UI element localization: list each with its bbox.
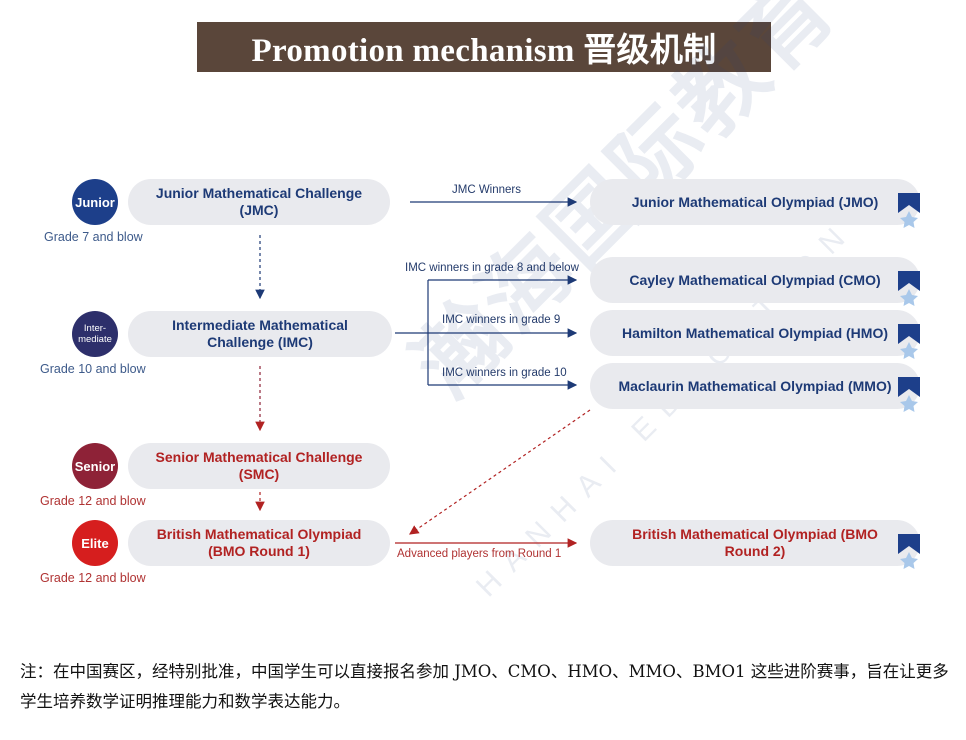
ribbon-icon-hmo [898,324,920,359]
pill-smc: Senior Mathematical Challenge (SMC) [128,443,390,489]
ribbon-icon-jmo [898,193,920,228]
badge-junior: Junior [72,179,118,225]
ribbon-icon-bmo2 [898,534,920,569]
grade-junior: Grade 7 and blow [44,230,143,244]
pill-jmo: Junior Mathematical Olympiad (JMO) [590,179,920,225]
pill-mmo: Maclaurin Mathematical Olympiad (MMO) [590,363,920,409]
ribbon-icon-mmo [898,377,920,412]
pill-jmc: Junior Mathematical Challenge (JMC) [128,179,390,225]
edge-label-imc-grade9: IMC winners in grade 9 [442,314,561,326]
pill-cmo: Cayley Mathematical Olympiad (CMO) [590,257,920,303]
pill-hmo: Hamilton Mathematical Olympiad (HMO) [590,310,920,356]
edge-label-jmc-winners: JMC Winners [452,184,522,196]
badge-elite: Elite [72,520,118,566]
badge-senior: Senior [72,443,118,489]
pill-imc: Intermediate Mathematical Challenge (IMC… [128,311,392,357]
pill-bmo2: British Mathematical Olympiad (BMO Round… [590,520,920,566]
footnote: 注：在中国赛区，经特别批准，中国学生可以直接报名参加 JMO、CMO、HMO、M… [20,662,949,711]
page-title: Promotion mechanism 晋级机制 [197,22,771,72]
ribbon-icon-cmo [898,271,920,306]
grade-intermediate: Grade 10 and blow [40,362,146,376]
badge-intermediate: Inter- mediate [72,311,118,357]
pill-bmo1: British Mathematical Olympiad (BMO Round… [128,520,390,566]
edge-label-advanced: Advanced players from Round 1 [397,548,562,560]
edge-label-imc-grade10: IMC winners in grade 10 [442,367,567,379]
edge-label-imc-grade8: IMC winners in grade 8 and below [405,262,579,274]
grade-senior: Grade 12 and blow [40,494,146,508]
grade-elite: Grade 12 and blow [40,571,146,585]
arrow-mmo-to-bmo1 [409,409,591,535]
